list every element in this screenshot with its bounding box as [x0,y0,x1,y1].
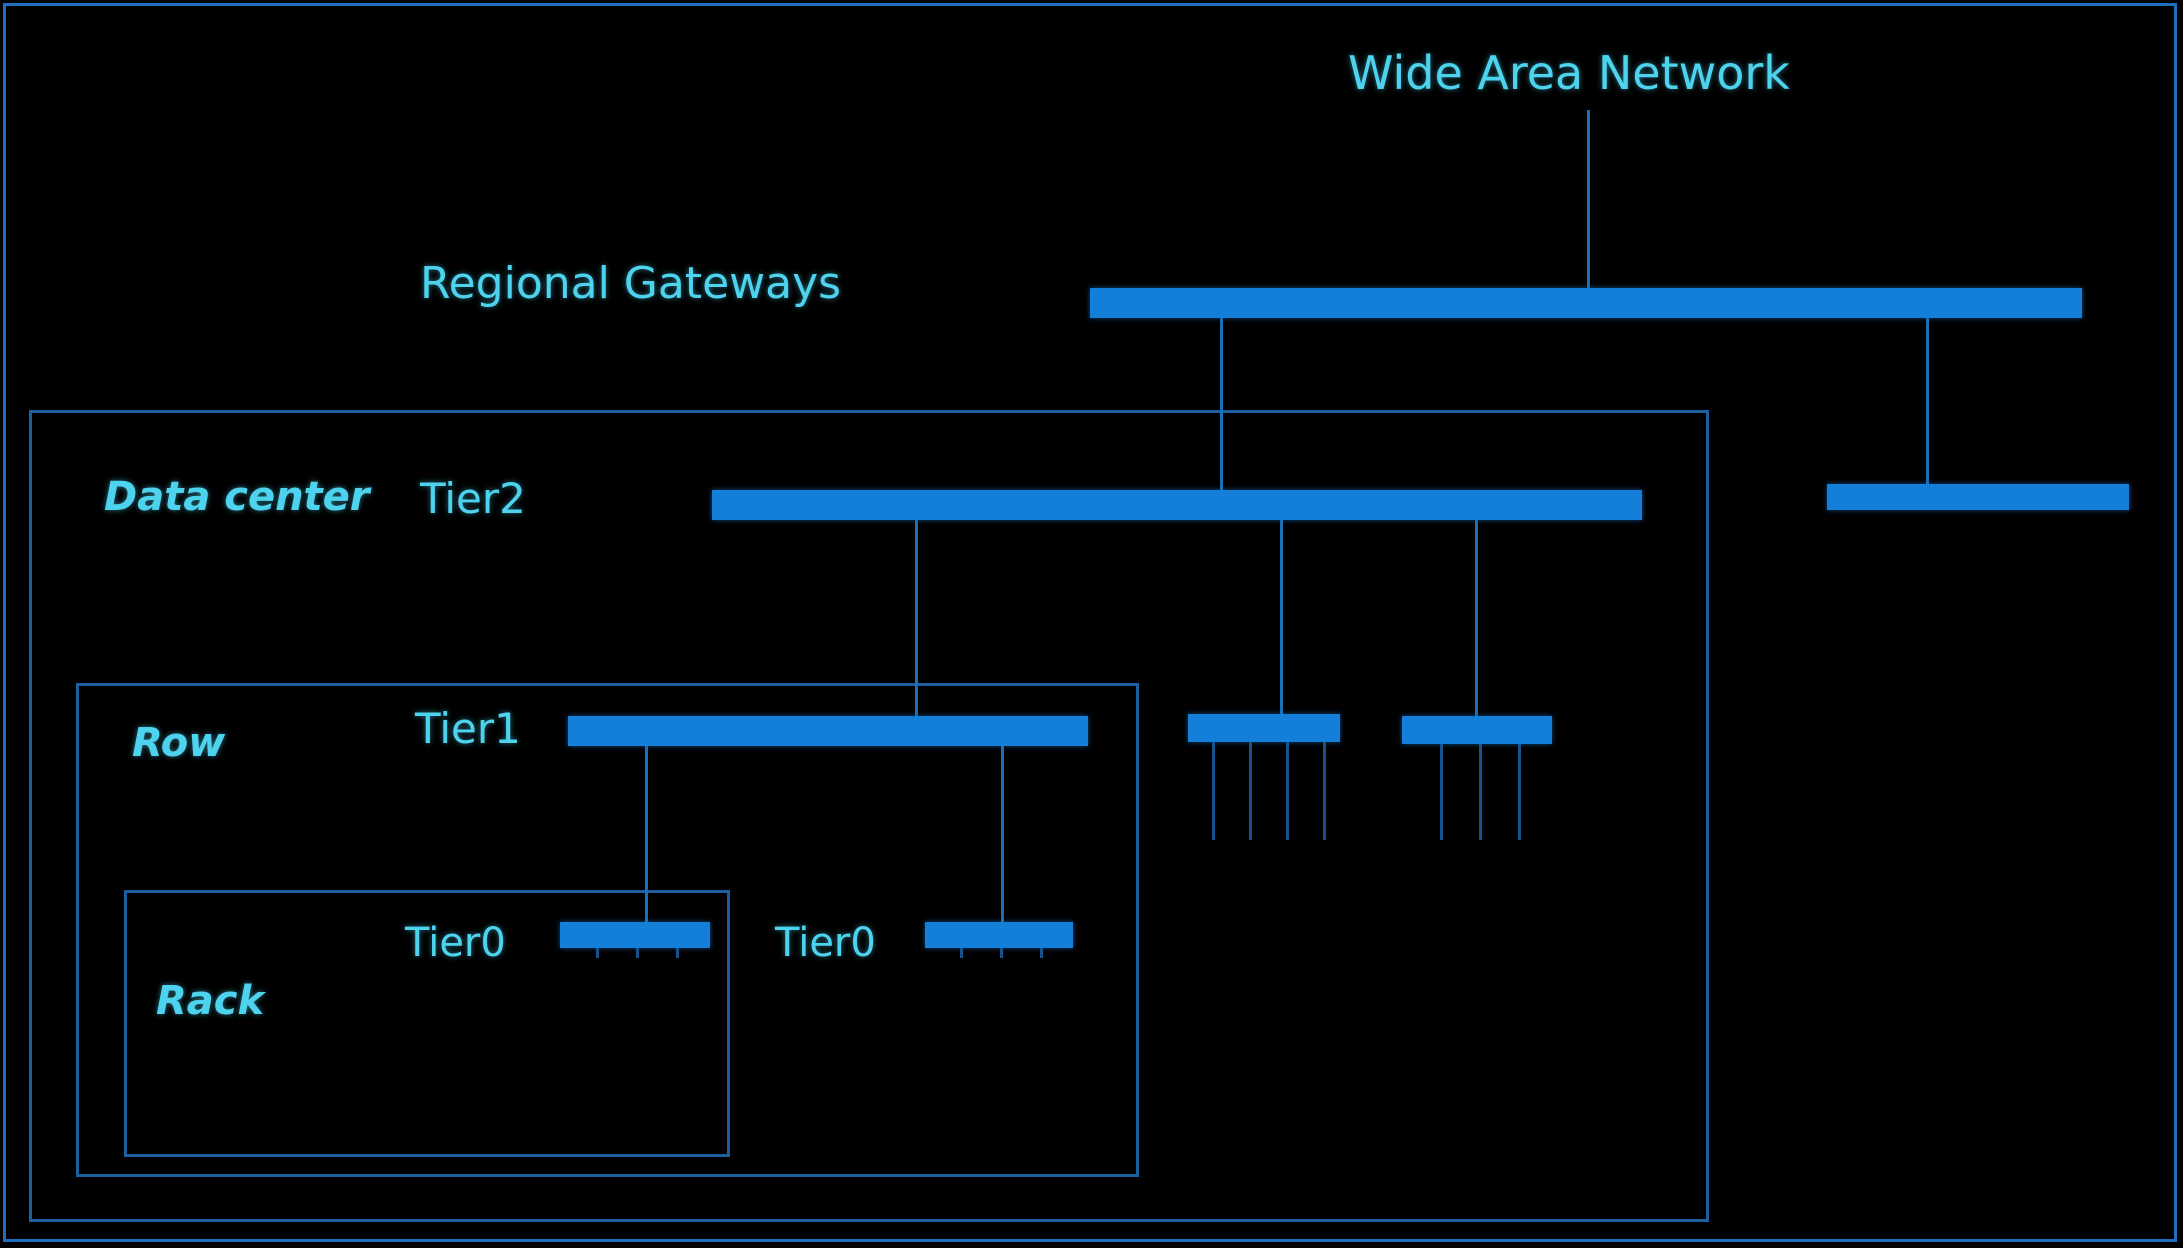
tier0-b-downlink-3 [1040,948,1043,958]
link-tier1-to-tier0-b [1001,746,1004,926]
tier1-left-switch-bar[interactable] [568,716,1088,746]
tier0-a-downlink-1 [596,948,599,958]
regional-gateway-switch-bar[interactable] [1090,288,2082,318]
link-regional-to-tier2-right [1926,318,1929,486]
link-wan-to-regional-gateways [1587,110,1590,290]
tier0-b-switch-bar[interactable] [925,922,1073,948]
tier1-mid-downlink-2 [1249,742,1252,840]
data-center-scope-label: Data center [104,474,370,520]
tier0-a-label: Tier0 [405,920,506,966]
link-tier2-to-tier1-mid [1280,520,1283,716]
tier1-right-downlink-3 [1518,744,1521,840]
link-tier2-to-tier1-right [1475,520,1478,718]
tier1-label: Tier1 [415,704,521,753]
regional-gateways-label: Regional Gateways [420,258,842,309]
tier1-mid-downlink-4 [1323,742,1326,840]
row-scope-box [76,683,1139,1177]
link-tier1-to-tier0-a [645,746,648,926]
tier1-mid-downlink-3 [1286,742,1289,840]
tier2-main-switch-bar[interactable] [712,490,1642,520]
tier1-right-downlink-2 [1479,744,1482,840]
tier0-a-downlink-3 [676,948,679,958]
tier1-right-downlink-1 [1440,744,1443,840]
tier1-right-switch-bar[interactable] [1402,716,1552,744]
data-center-scope-box [29,410,1709,1222]
tier0-a-switch-bar[interactable] [560,922,710,948]
tier1-mid-downlink-1 [1212,742,1215,840]
rack-scope-label: Rack [156,978,265,1024]
tier2-right-switch-bar[interactable] [1827,484,2129,510]
tier0-b-downlink-2 [1000,948,1003,958]
tier0-a-downlink-2 [636,948,639,958]
link-tier2-to-tier1-left [915,520,918,718]
row-scope-label: Row [132,720,226,766]
rack-scope-box [124,890,730,1157]
tier1-mid-switch-bar[interactable] [1188,714,1340,742]
tier0-b-downlink-1 [960,948,963,958]
wide-area-network-label: Wide Area Network [1348,46,1790,100]
tier0-b-label: Tier0 [775,920,876,966]
link-regional-to-tier2-main [1220,318,1223,493]
tier2-label: Tier2 [420,474,526,523]
